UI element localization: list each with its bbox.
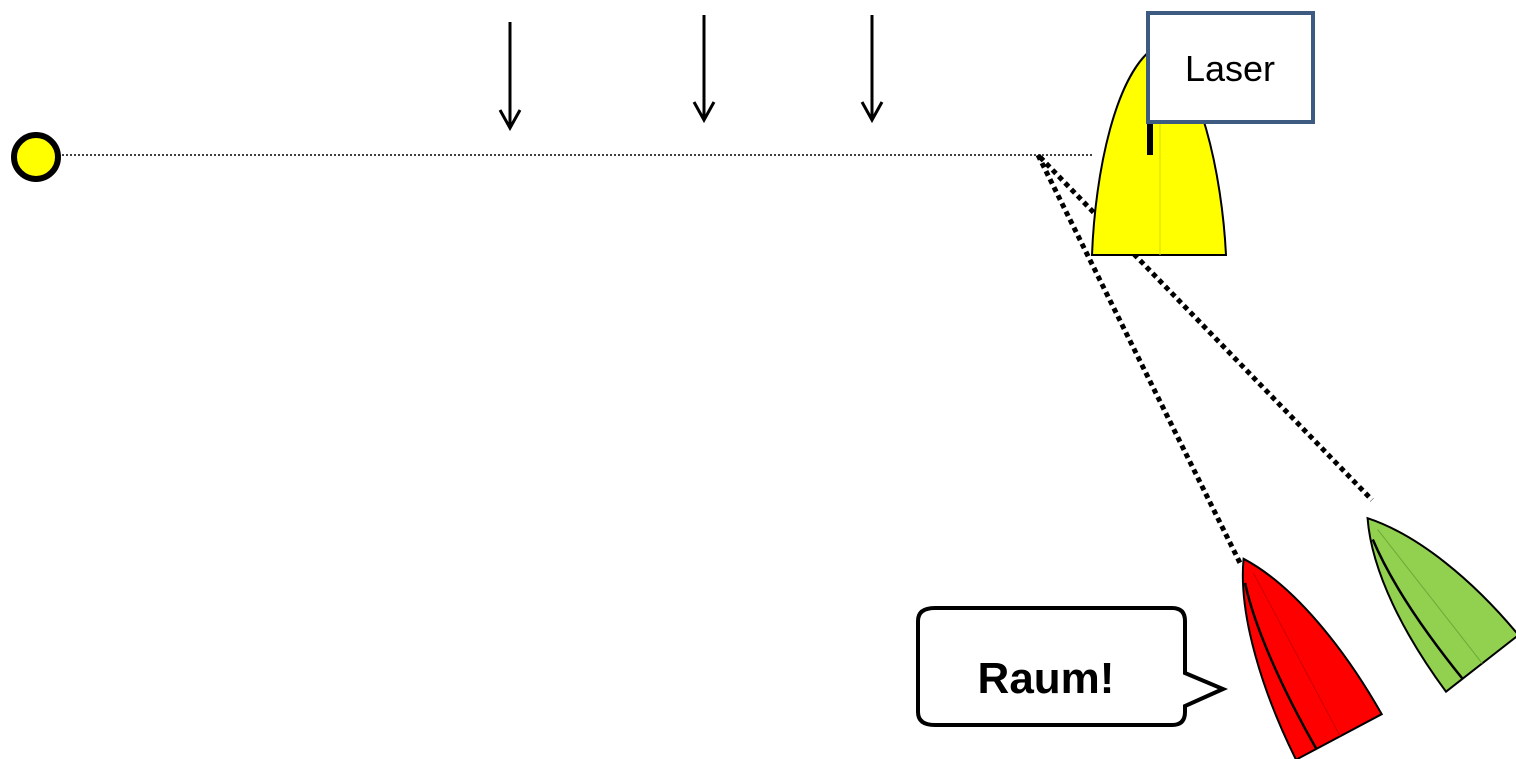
sight-line-red [1035,153,1243,565]
speech-bubble: Raum! [916,606,1229,727]
boat-sign-label: Laser [1185,48,1275,89]
sight-line-green [1038,155,1374,502]
speech-text: Raum! [978,654,1115,703]
mark-buoy-icon [11,132,61,182]
wind-arrow-icon [498,22,522,132]
red-boat [1241,557,1384,759]
wind-arrow-icon [692,15,716,124]
boat-sign: Laser [1146,11,1315,124]
green-boat [1366,516,1516,694]
wind-arrow-icon [860,15,884,124]
